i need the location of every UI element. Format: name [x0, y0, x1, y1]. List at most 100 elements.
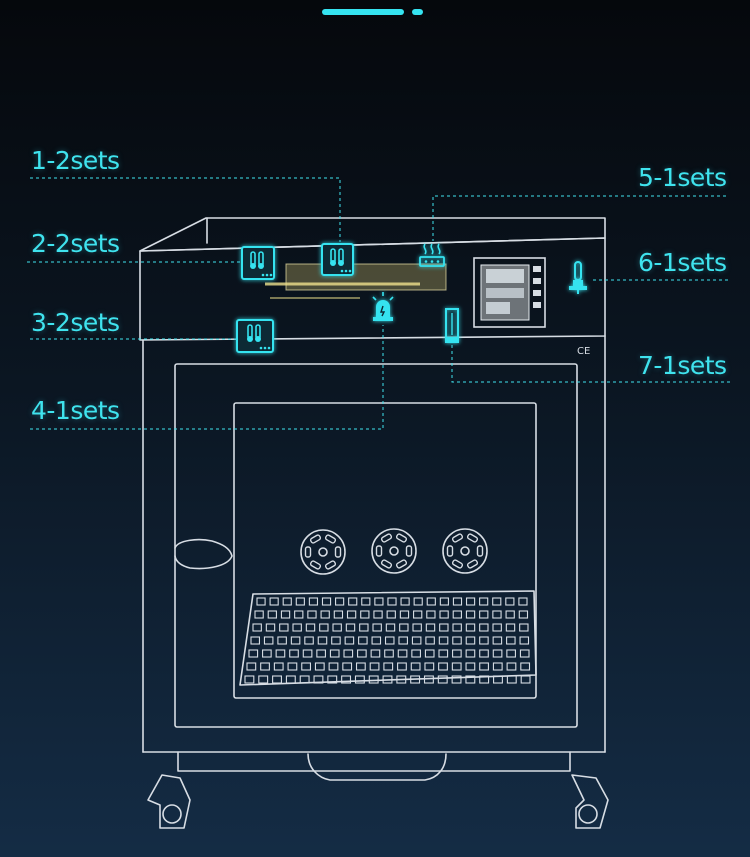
- rack-cell: [465, 597, 476, 606]
- rack-cell: [505, 623, 516, 632]
- rack-cell: [452, 623, 462, 632]
- rack-cell: [321, 597, 332, 606]
- rack-cell: [479, 662, 489, 671]
- fan-blade: [324, 560, 337, 570]
- rack-cell: [265, 623, 276, 632]
- rack-cell: [272, 675, 282, 684]
- rack-cell: [355, 662, 366, 671]
- rack-cell: [506, 662, 517, 671]
- rack-cell: [314, 662, 325, 671]
- heating-element: [265, 263, 447, 299]
- rack-cell: [438, 636, 449, 645]
- rack-cell: [317, 636, 328, 645]
- rack-cell: [333, 610, 344, 619]
- fan-blade: [309, 560, 322, 570]
- rack-cell: [438, 649, 449, 658]
- rack-cell: [361, 597, 371, 606]
- fan-middle: [371, 528, 417, 574]
- oven-stand: [177, 751, 571, 772]
- rack-cell: [305, 623, 316, 632]
- rack-cell: [374, 597, 384, 606]
- door-window: [233, 402, 537, 699]
- rack-cell: [411, 649, 421, 658]
- rack-cell: [439, 623, 449, 632]
- rack-cell: [452, 610, 462, 619]
- rack-cell: [348, 597, 358, 606]
- rack-cell: [369, 662, 380, 671]
- callout-label-6: 6-1sets: [638, 248, 727, 277]
- rack-cell: [410, 662, 421, 671]
- callout-label-3: 3-2sets: [31, 308, 120, 337]
- rack-cell: [343, 649, 354, 658]
- rack-cell: [387, 597, 397, 606]
- callout-label-2: 2-2sets: [31, 229, 120, 258]
- thermometer-sensor-icon[interactable]: [241, 246, 275, 280]
- rack-cell: [425, 636, 435, 645]
- rack-cell: [360, 610, 370, 619]
- rack-cell: [295, 597, 305, 606]
- oven-top: [139, 217, 606, 252]
- rack-grid: [244, 597, 531, 684]
- rack-cell: [320, 610, 330, 619]
- fan-blade: [324, 534, 337, 544]
- rack-cell: [465, 623, 476, 632]
- rack-cell: [518, 597, 528, 606]
- fan-blade: [451, 533, 464, 543]
- fan-blade: [395, 533, 408, 543]
- rack-cell: [260, 662, 270, 671]
- carousel-indicator-active[interactable]: [322, 9, 404, 15]
- rack-cell: [465, 649, 476, 658]
- rack-cell: [398, 636, 408, 645]
- fan-blade: [395, 559, 408, 569]
- rack-cell: [292, 623, 302, 632]
- callout-label-4: 4-1sets: [31, 396, 120, 425]
- rack-cell: [273, 662, 284, 671]
- thermometer-sensor-icon[interactable]: [321, 243, 354, 276]
- rack-cell: [425, 623, 436, 632]
- rack-cell: [439, 610, 449, 619]
- ce-mark: CE: [577, 346, 590, 357]
- rack-cell: [493, 675, 503, 684]
- rack-cell: [328, 662, 339, 671]
- rack-cell: [518, 610, 529, 619]
- rack-cell: [331, 636, 341, 645]
- rack-cell: [372, 623, 382, 632]
- rack-cell: [277, 636, 287, 645]
- rack-cell: [520, 662, 531, 671]
- rack-cell: [506, 636, 516, 645]
- rack-cell: [246, 662, 257, 671]
- rack-cell: [519, 623, 529, 632]
- heater-icon[interactable]: [419, 243, 445, 267]
- carousel-indicator[interactable]: [412, 9, 423, 15]
- fan-blade: [334, 546, 342, 558]
- door-handle: [174, 538, 233, 570]
- fan-blade: [476, 545, 484, 557]
- fan-left: [300, 529, 346, 575]
- rack-cell: [465, 610, 476, 619]
- fan-blade: [405, 545, 413, 557]
- rack-cell: [357, 649, 367, 658]
- rack-cell: [308, 597, 319, 606]
- fan-blade: [451, 559, 464, 569]
- alarm-light-icon[interactable]: [372, 292, 394, 321]
- rack-cell: [329, 649, 340, 658]
- rack-cell: [279, 623, 289, 632]
- rack-cell: [399, 623, 409, 632]
- control-display: [473, 257, 546, 328]
- filter-icon[interactable]: [445, 308, 459, 343]
- rack-cell: [262, 649, 272, 658]
- rack-cell: [368, 675, 379, 684]
- thermometer-sensor-icon[interactable]: [236, 319, 274, 353]
- rack-cell: [290, 636, 301, 645]
- rack-cell: [479, 636, 489, 645]
- rack-cell: [302, 649, 313, 658]
- fan-blade: [446, 545, 454, 557]
- rack-cell: [313, 675, 324, 684]
- rack-cell: [465, 675, 476, 684]
- rack-cell: [424, 662, 435, 671]
- rack-cell: [492, 662, 503, 671]
- rack-cell: [426, 597, 436, 606]
- fuse-icon[interactable]: [569, 261, 587, 294]
- rack-cell: [413, 597, 423, 606]
